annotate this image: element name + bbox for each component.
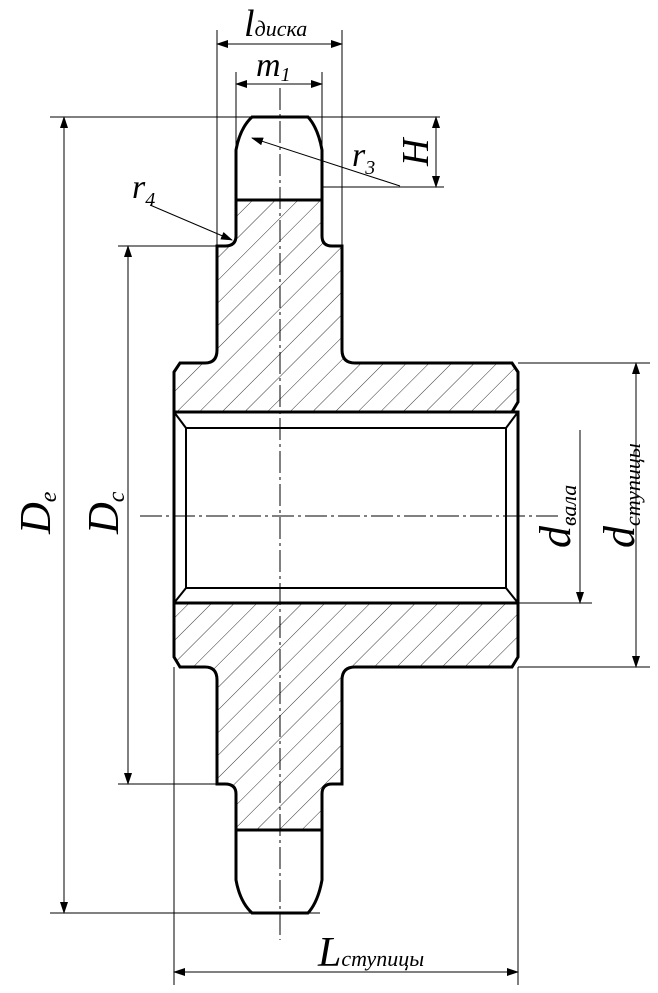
label-H: H bbox=[395, 136, 437, 167]
leader-r4 bbox=[149, 204, 233, 241]
bore bbox=[172, 410, 520, 605]
tooth-bottom bbox=[234, 828, 324, 915]
tooth-top bbox=[234, 115, 324, 202]
label-Dc: Dc bbox=[79, 491, 130, 535]
label-d-shaft: dвала bbox=[531, 485, 581, 548]
label-r4: r4 bbox=[132, 169, 155, 211]
lower-section bbox=[172, 601, 520, 832]
label-m1: m1 bbox=[256, 47, 291, 86]
label-De: De bbox=[11, 491, 62, 535]
upper-section bbox=[172, 198, 520, 414]
label-l-disk: lдиска bbox=[244, 3, 307, 45]
dimension-lines bbox=[60, 40, 640, 976]
label-r3: r3 bbox=[352, 137, 375, 179]
label-L-hub: Lступицы bbox=[317, 930, 424, 976]
center-lines bbox=[140, 88, 560, 940]
leader-r3 bbox=[251, 137, 401, 187]
label-d-hub: dступицы bbox=[595, 443, 645, 548]
